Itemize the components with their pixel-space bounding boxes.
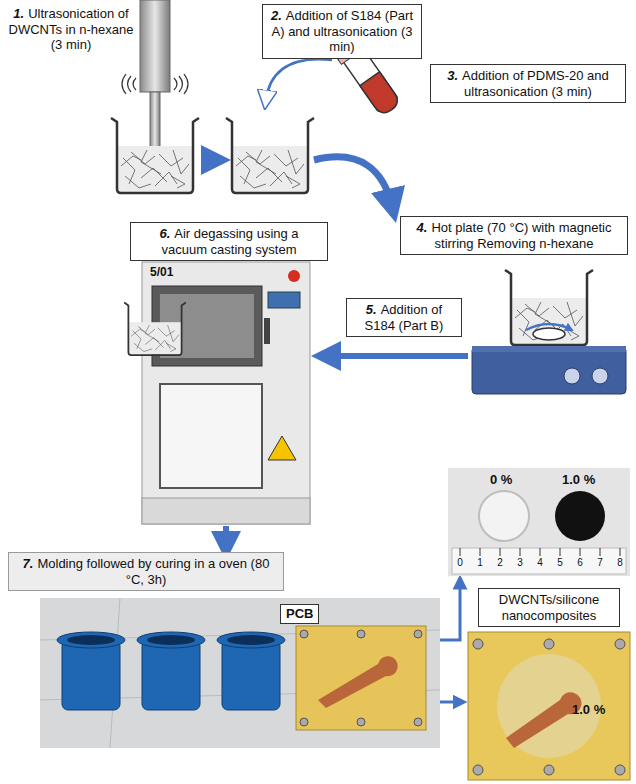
pcb-photo: 1.0 %	[468, 632, 630, 780]
step-text: PCB	[286, 606, 313, 621]
ruler-number: 5	[557, 557, 563, 568]
step-box: 2.Addition of S184 (Part A) and ultrason…	[262, 4, 422, 59]
ruler-number: 2	[497, 557, 503, 568]
machine-logo: 5/01	[150, 265, 173, 279]
ruler-number: 7	[597, 557, 603, 568]
step-box: 3. Addition of PDMS-20 and ultrasonicatio…	[430, 64, 626, 103]
step-box: 7.Molding followed by curing in a oven (…	[8, 552, 284, 591]
ruler-number: 8	[617, 557, 623, 568]
ruler-number: 3	[517, 557, 523, 568]
step-box: 6.Air degassing using a vacuum casting s…	[130, 222, 328, 261]
step-text: DWCNTs/silicone nanocomposites	[499, 592, 599, 623]
step-text: Molding followed by curing in a oven (80…	[37, 556, 269, 587]
step-box: 4.Hot plate (70 °C) with magnetic stirri…	[400, 216, 628, 255]
step-number: 5.	[366, 302, 377, 317]
step-number: 4.	[417, 220, 428, 235]
pcb-tag: PCB	[280, 604, 319, 624]
step-number: 7.	[23, 556, 34, 571]
step-number: 1.	[13, 6, 24, 21]
step-number: 3.	[447, 68, 458, 83]
step-number: 6.	[159, 226, 170, 241]
step-text: Air degassing using a vacuum casting sys…	[161, 226, 298, 257]
percent-label: 1.0 %	[562, 472, 595, 487]
ruler-number: 1	[477, 557, 483, 568]
step-text: Hot plate (70 °C) with magnetic stirring…	[431, 220, 611, 251]
ruler-number: 6	[577, 557, 583, 568]
ruler-number: 0	[457, 557, 463, 568]
step-number: 2.	[271, 8, 282, 23]
percent-label: 1.0 %	[572, 702, 605, 717]
step-text: Ultrasonication of DWCNTs in n-hexane (3…	[9, 6, 134, 52]
percent-label: 0 %	[490, 472, 512, 487]
step-caption: 1.Ultrasonication of DWCNTs in n-hexane …	[6, 6, 136, 53]
step-text: Addition of PDMS-20 and ultrasonication …	[462, 68, 609, 99]
ruler-number: 4	[537, 557, 543, 568]
step-text: Addition of S184 (Part A) and ultrasonic…	[272, 8, 413, 54]
step-box: 5.Addition of S184 (Part B)	[346, 298, 462, 337]
result-box: DWCNTs/silicone nanocomposites	[478, 588, 620, 627]
